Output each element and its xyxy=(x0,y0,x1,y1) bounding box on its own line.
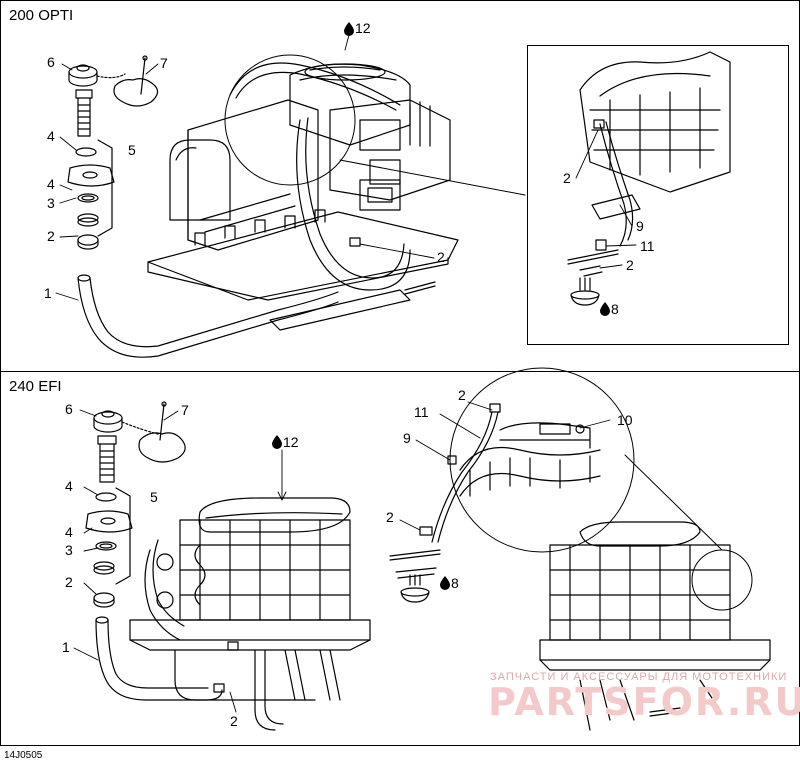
callout-2: 2 xyxy=(230,713,238,729)
callout-12: 12 xyxy=(355,20,371,36)
callout-2: 2 xyxy=(458,387,466,403)
callout-12: 12 xyxy=(283,434,299,450)
leaders-bottom xyxy=(73,401,611,713)
engine-top xyxy=(147,54,526,331)
detail-inset xyxy=(527,45,789,345)
engine-bottom-left xyxy=(129,497,371,731)
cap-assembly-top xyxy=(67,55,339,358)
callout-8: 8 xyxy=(451,575,459,591)
callout-10: 10 xyxy=(617,412,633,428)
callout-4: 4 xyxy=(65,524,73,540)
callouts-bottom: 6 7 4 5 4 3 2 1 2 2 11 10 9 2 8 12 xyxy=(62,387,633,729)
callout-6: 6 xyxy=(47,54,55,70)
callout-8: 8 xyxy=(611,301,619,317)
callout-9: 9 xyxy=(403,430,411,446)
callout-2: 2 xyxy=(626,257,634,273)
cap-assembly-bottom xyxy=(85,401,223,701)
drain-assembly-bottom xyxy=(389,526,441,603)
engine-bottom-right xyxy=(539,454,771,731)
callout-4: 4 xyxy=(47,176,55,192)
watermark-tagline: ЗАПЧАСТИ И АКСЕССУАРЫ ДЛЯ МОТОТЕХНИКИ xyxy=(490,671,788,683)
panel-title-200-opti: 200 OPTI xyxy=(9,7,74,24)
callout-11: 11 xyxy=(414,404,429,420)
callout-4: 4 xyxy=(65,478,73,494)
callout-1: 1 xyxy=(62,639,70,655)
inset-top-detail xyxy=(567,51,731,306)
figure-code: 14J0505 xyxy=(4,750,43,761)
callout-7: 7 xyxy=(181,402,189,418)
callout-11: 11 xyxy=(640,238,655,254)
callout-4: 4 xyxy=(47,128,55,144)
leaders-top xyxy=(55,34,637,301)
callout-2: 2 xyxy=(386,509,394,525)
callout-2: 2 xyxy=(563,170,571,186)
callout-5: 5 xyxy=(128,142,136,158)
callout-9: 9 xyxy=(636,218,644,234)
callout-2: 2 xyxy=(47,228,55,244)
callout-3: 3 xyxy=(47,195,55,211)
callout-2: 2 xyxy=(65,574,73,590)
panel-title-240-efi: 240 EFI xyxy=(9,378,62,395)
callout-6: 6 xyxy=(65,401,73,417)
callout-1: 1 xyxy=(44,285,52,301)
callout-5: 5 xyxy=(150,489,158,505)
callout-7: 7 xyxy=(160,55,168,71)
callout-3: 3 xyxy=(65,542,73,558)
oil-drop-icon xyxy=(272,22,610,590)
callout-2: 2 xyxy=(437,249,445,265)
callouts-top: 6 7 4 5 4 3 2 1 2 2 9 11 2 8 12 xyxy=(44,20,655,317)
watermark-logo: PARTSFOR.RU xyxy=(488,680,800,724)
